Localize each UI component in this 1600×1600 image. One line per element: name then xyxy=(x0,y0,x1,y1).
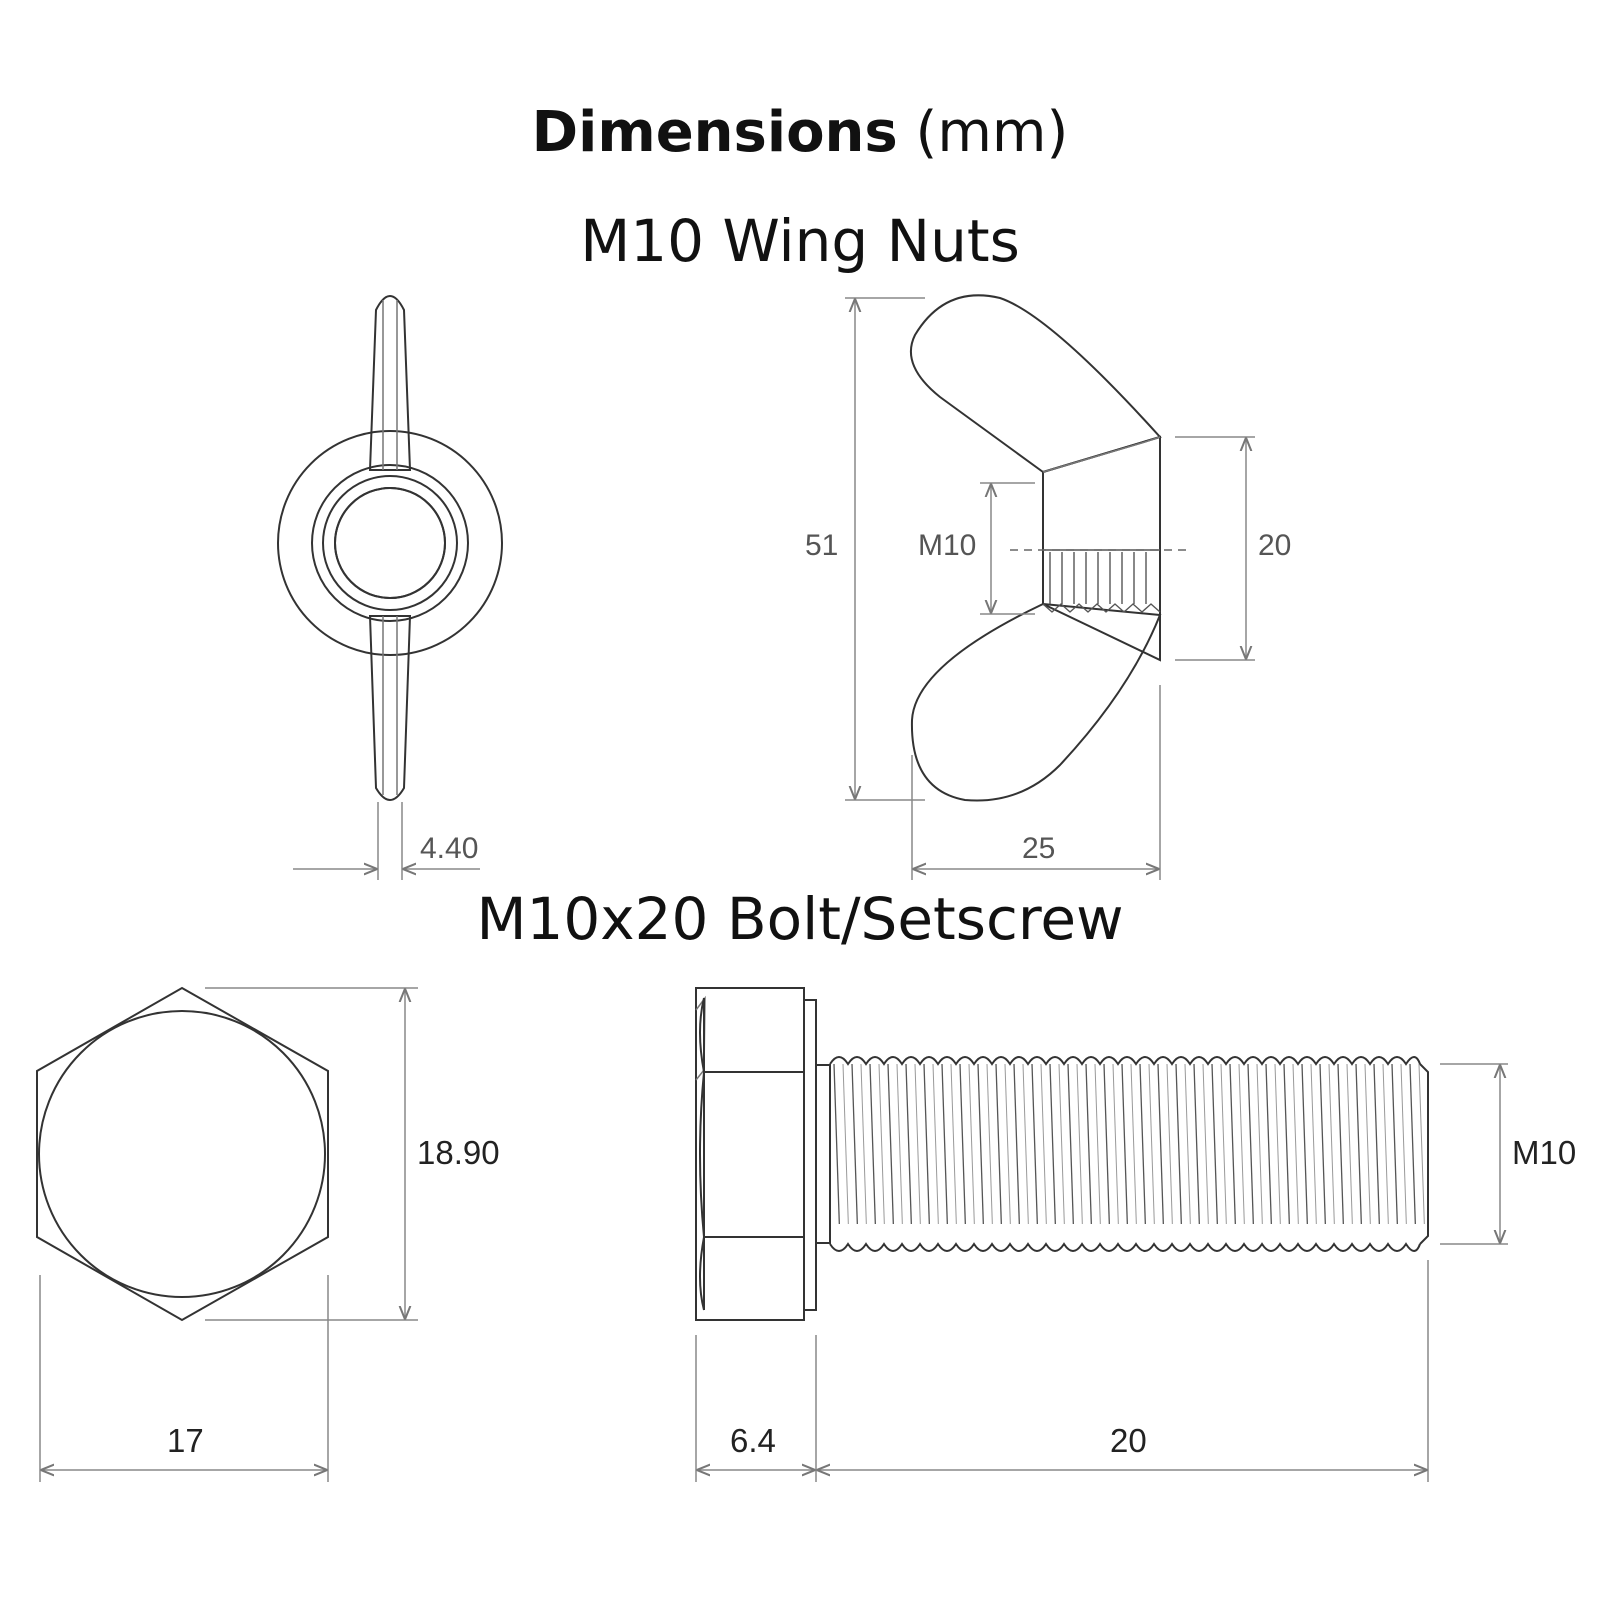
thread-line xyxy=(1067,1063,1074,1224)
thread-line xyxy=(1139,1063,1146,1224)
thread-line xyxy=(1328,1063,1335,1224)
thread-line xyxy=(1175,1063,1182,1224)
thread-line xyxy=(896,1063,903,1224)
thread-line xyxy=(1103,1063,1110,1224)
thread-line xyxy=(1265,1063,1272,1224)
thread-line xyxy=(1418,1063,1425,1224)
thread-line xyxy=(869,1063,876,1224)
thread-line xyxy=(1031,1063,1038,1224)
thread-line xyxy=(950,1063,957,1224)
thread-line xyxy=(1238,1063,1245,1224)
bolt-thread xyxy=(815,1056,1429,1252)
thread-line xyxy=(1283,1063,1290,1224)
page-title: Dimensions (mm) xyxy=(0,105,1600,161)
thread-line xyxy=(1184,1063,1191,1224)
thread-line xyxy=(1013,1063,1020,1224)
thread-line xyxy=(1112,1063,1119,1224)
dim-wing-width: 25 xyxy=(1022,832,1055,865)
dim-wing-thread: M10 xyxy=(918,529,976,562)
thread-line xyxy=(1166,1063,1173,1224)
thread-line xyxy=(1319,1063,1326,1224)
thread-line xyxy=(1373,1063,1380,1224)
wing-nut-thread xyxy=(1042,549,1161,613)
thread-line xyxy=(1004,1063,1011,1224)
title-bold: Dimensions xyxy=(531,100,898,165)
thread-line xyxy=(1382,1063,1389,1224)
wing-nut-heading: M10 Wing Nuts xyxy=(580,207,1020,275)
bolt-heading: M10x20 Bolt/Setscrew xyxy=(476,885,1124,953)
thread-line xyxy=(1391,1063,1398,1224)
thread-line xyxy=(986,1063,993,1224)
thread-line xyxy=(851,1063,858,1224)
thread-line xyxy=(1130,1063,1137,1224)
thread-line xyxy=(1094,1063,1101,1224)
thread-line xyxy=(1193,1063,1200,1224)
thread-line xyxy=(1157,1063,1164,1224)
thread-line xyxy=(1400,1063,1407,1224)
dim-wing-height: 51 xyxy=(805,529,838,562)
thread-line xyxy=(1274,1063,1281,1224)
thread-line xyxy=(968,1063,975,1224)
thread-line xyxy=(1355,1063,1362,1224)
thread-line xyxy=(833,1063,840,1224)
dim-bolt-length: 20 xyxy=(1110,1422,1147,1459)
dim-across-flats: 17 xyxy=(167,1422,204,1459)
thread-line xyxy=(1211,1063,1218,1224)
dim-wing-thread-length: 20 xyxy=(1258,529,1291,562)
dim-across-corners: 18.90 xyxy=(417,1134,500,1171)
thread-line xyxy=(1301,1063,1308,1224)
thread-line xyxy=(1364,1063,1371,1224)
wing-nut-front-view: 4.40 xyxy=(277,295,503,880)
thread-line xyxy=(1202,1063,1209,1224)
dim-wing-thickness: 4.40 xyxy=(420,832,478,865)
wing-nut-side-view: 51 M10 20 25 xyxy=(805,294,1291,880)
thread-line xyxy=(1247,1063,1254,1224)
thread-line xyxy=(842,1063,849,1224)
thread-line xyxy=(995,1063,1002,1224)
bolt-head-view: 18.90 17 xyxy=(36,986,500,1482)
thread-line xyxy=(887,1063,894,1224)
dim-head-height: 6.4 xyxy=(730,1422,776,1459)
thread-line xyxy=(1076,1063,1083,1224)
thread-line xyxy=(923,1063,930,1224)
thread-line xyxy=(1337,1063,1344,1224)
thread-line xyxy=(1121,1063,1128,1224)
thread-line xyxy=(1409,1063,1416,1224)
thread-line xyxy=(1346,1063,1353,1224)
title-unit: (mm) xyxy=(897,100,1069,165)
thread-line xyxy=(1256,1063,1263,1224)
thread-line xyxy=(878,1063,885,1224)
thread-line xyxy=(1058,1063,1065,1224)
thread-line xyxy=(914,1063,921,1224)
thread-line xyxy=(1148,1063,1155,1224)
thread-line xyxy=(959,1063,966,1224)
thread-line xyxy=(932,1063,939,1224)
thread-line xyxy=(1085,1063,1092,1224)
thread-line xyxy=(977,1063,984,1224)
thread-line xyxy=(905,1063,912,1224)
thread-line xyxy=(1292,1063,1299,1224)
bolt-side-view: M10 6.4 20 xyxy=(695,987,1576,1482)
thread-line xyxy=(1022,1063,1029,1224)
thread-line xyxy=(1220,1063,1227,1224)
thread-line xyxy=(1229,1063,1236,1224)
thread-line xyxy=(1310,1063,1317,1224)
dim-bolt-thread: M10 xyxy=(1512,1134,1576,1171)
thread-line xyxy=(941,1063,948,1224)
thread-line xyxy=(860,1063,867,1224)
thread-line xyxy=(1049,1063,1056,1224)
thread-line xyxy=(1040,1063,1047,1224)
